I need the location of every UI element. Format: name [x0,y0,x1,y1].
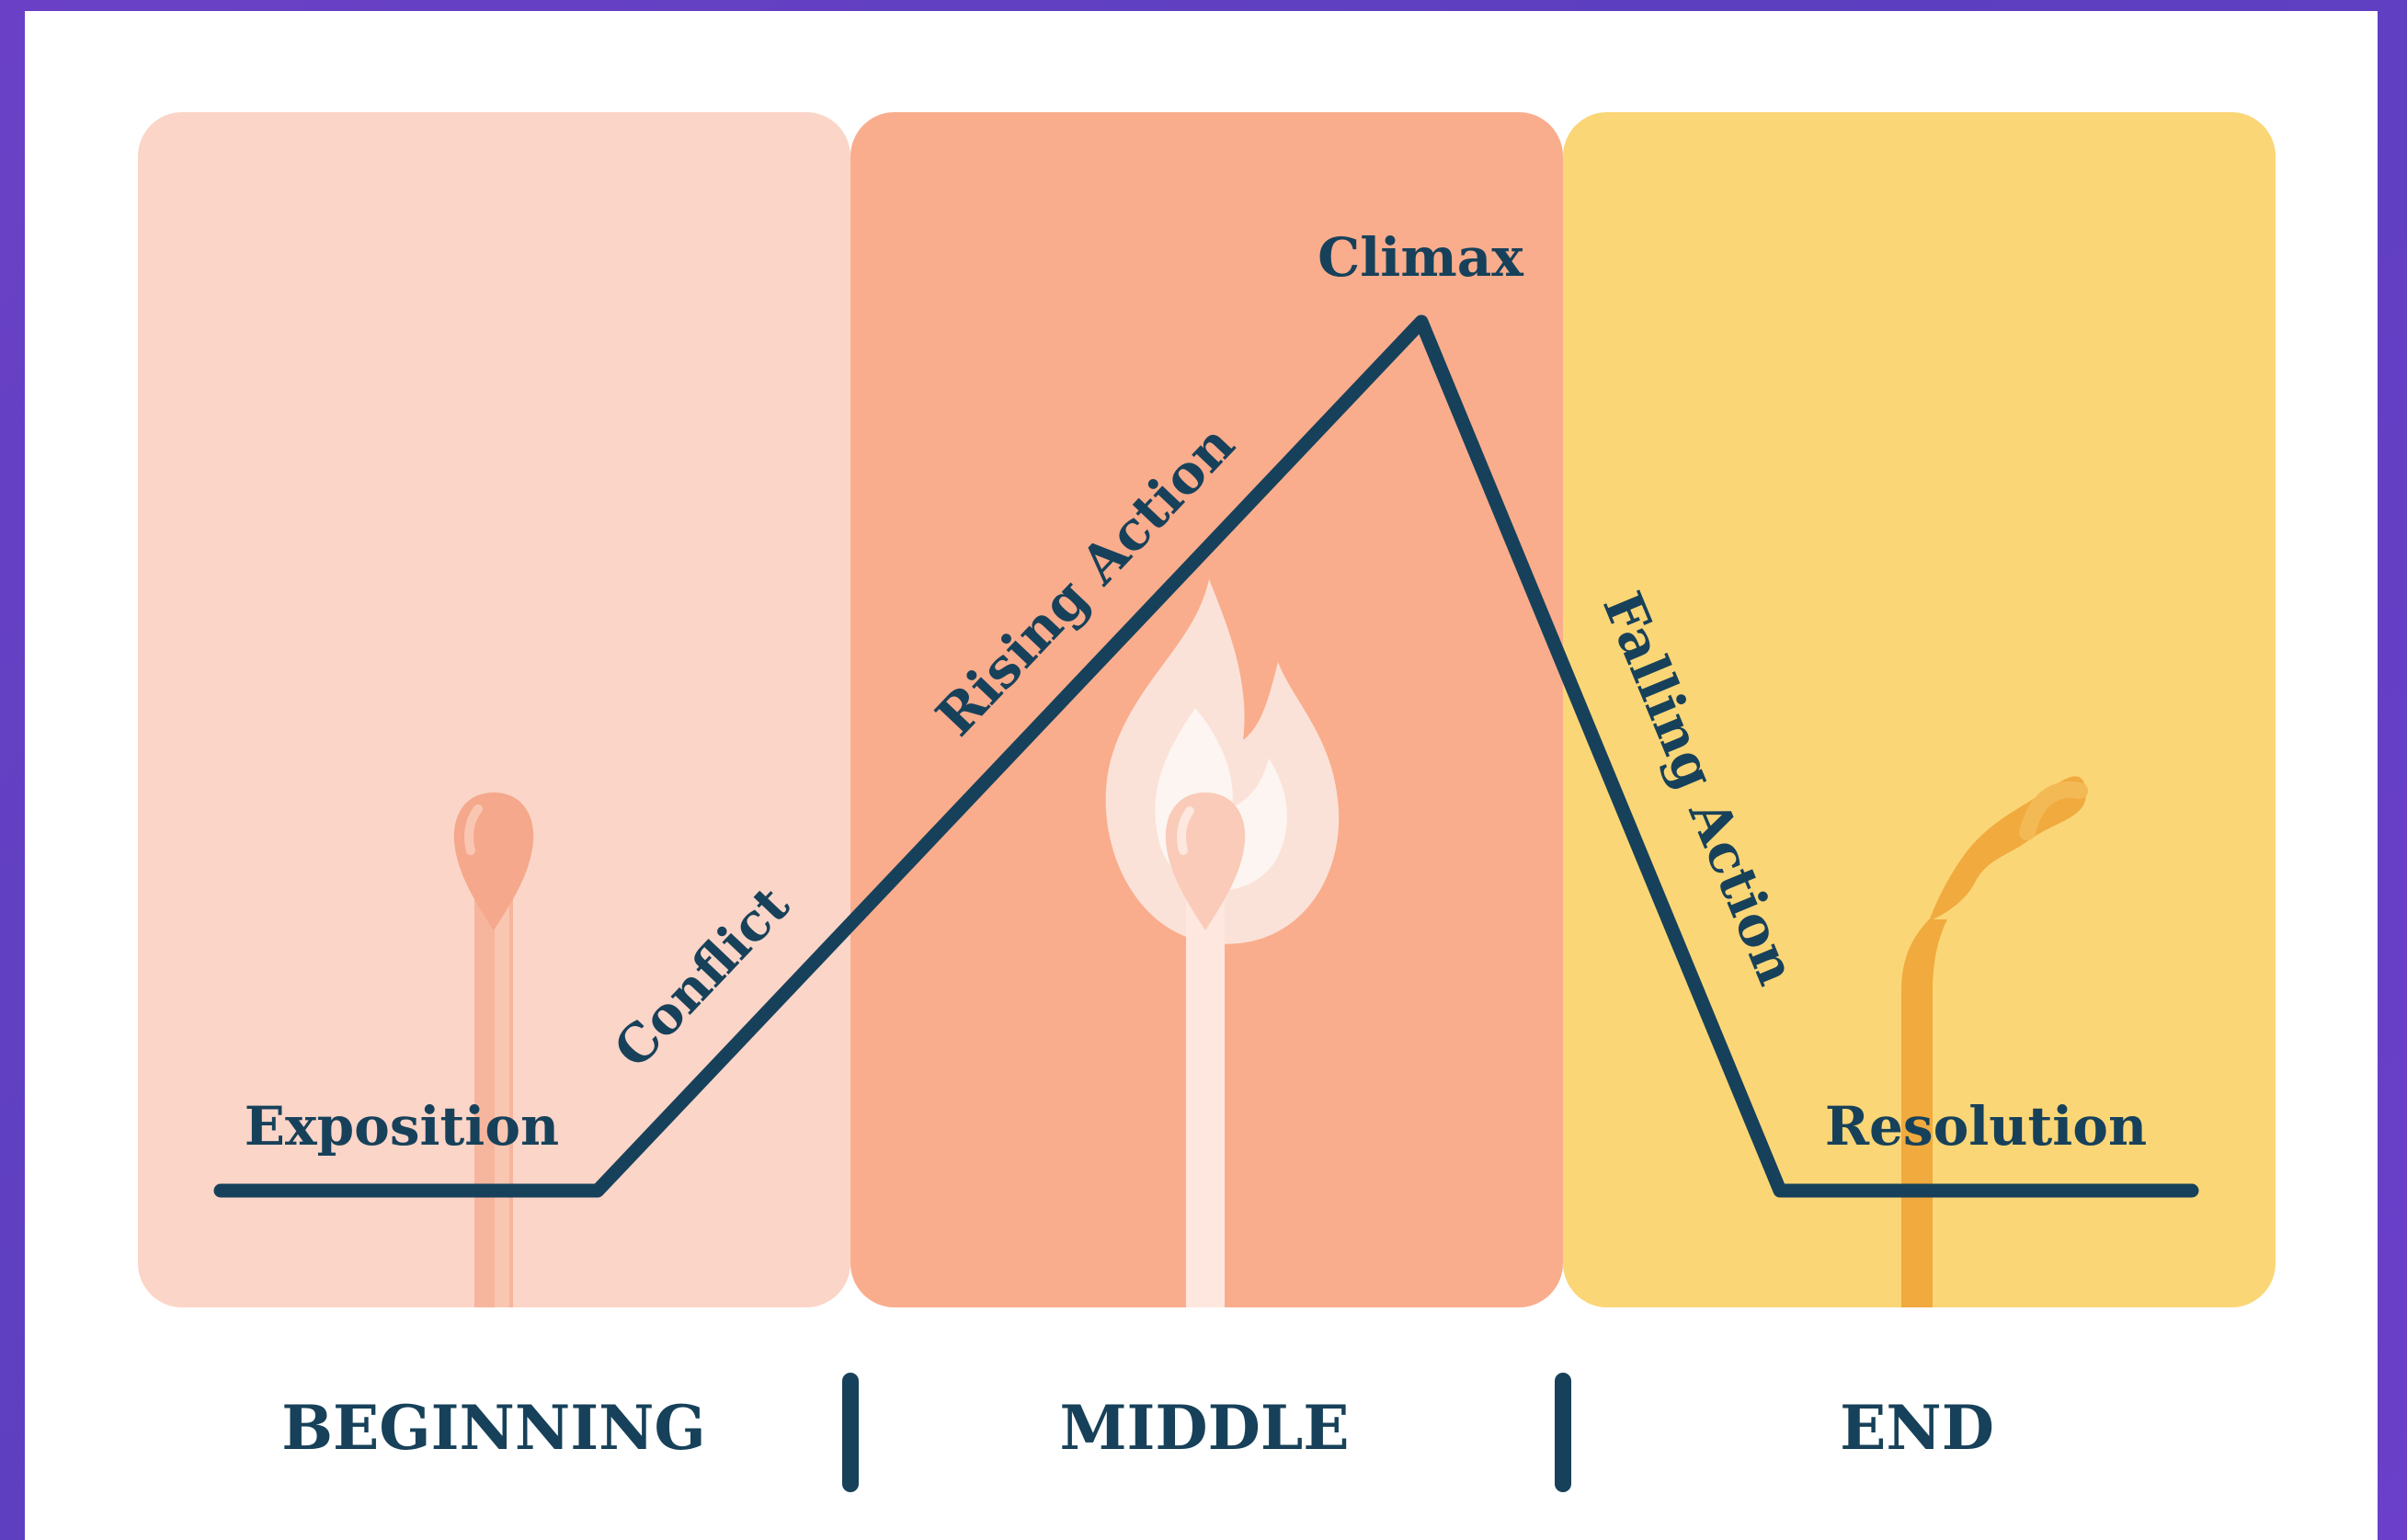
burning-match-icon [1105,579,1340,1307]
exposition-label: Exposition [245,1095,559,1158]
stage-beginning: BEGINNING [281,1392,706,1464]
plot-line [213,314,2199,1198]
end-panel [1563,112,2276,1307]
stage-middle: MIDDLE [1059,1392,1349,1464]
burnt-match-icon [1901,776,2088,1307]
resolution-label: Resolution [1825,1095,2147,1158]
climax-label: Climax [1318,226,1523,289]
stage-end: END [1840,1392,1994,1464]
beginning-panel [138,112,850,1307]
